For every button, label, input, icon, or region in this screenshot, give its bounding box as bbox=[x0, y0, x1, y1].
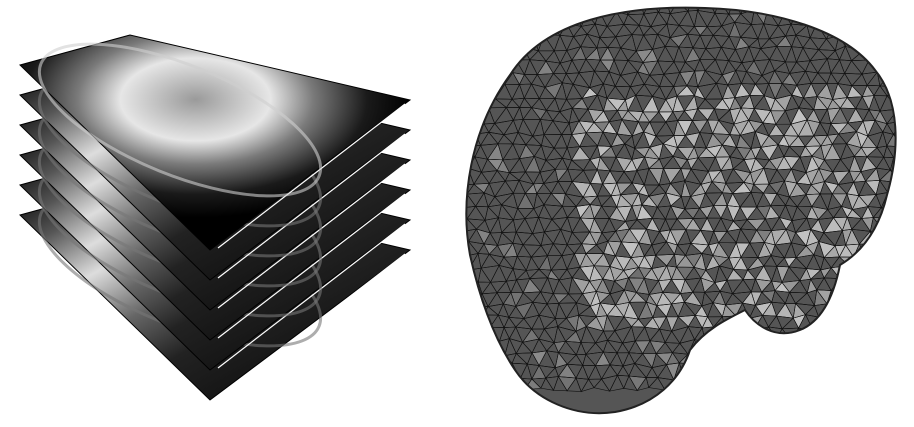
mri-slice-stack bbox=[0, 0, 440, 427]
brain-mesh bbox=[455, 0, 914, 427]
